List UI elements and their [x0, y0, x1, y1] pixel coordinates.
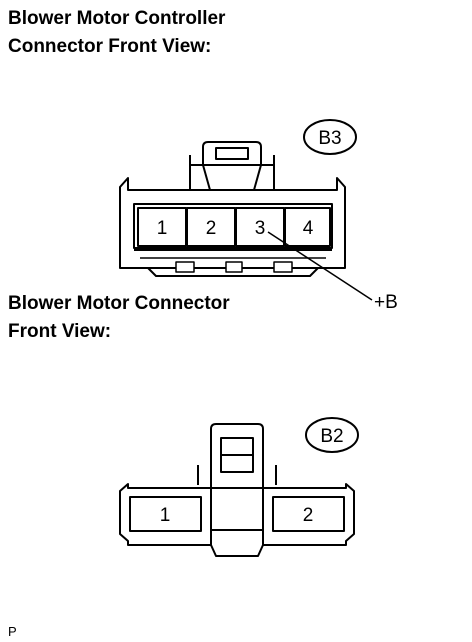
pin-slot-b2-2	[272, 496, 345, 532]
pin-number-1: 1	[157, 218, 168, 239]
motor-connector: B2 1 2	[119, 417, 359, 557]
pin-number-2: 2	[206, 218, 217, 239]
controller-connector: B3 1 2 3 4	[119, 119, 398, 313]
pin-number-b2-1: 1	[160, 505, 171, 526]
connector-id-bubble-b3	[303, 119, 357, 155]
housing-b3	[119, 177, 346, 277]
pin-slot-b2-1	[129, 496, 202, 532]
locking-tab-b3	[189, 141, 275, 191]
pin-number-b2-2: 2	[303, 505, 314, 526]
pin-slots-b3	[137, 207, 331, 247]
terminal-label-plus-b: +B	[374, 292, 398, 313]
motor-title-line1: Blower Motor Connector	[8, 293, 230, 314]
motor-title: Blower Motor Connector Front View:	[8, 290, 230, 346]
connector-id-b3: B3	[318, 128, 341, 149]
connector-id-bubble-b2	[305, 417, 359, 453]
housing-b2	[119, 483, 355, 557]
controller-title: Blower Motor Controller Connector Front …	[8, 5, 225, 61]
locking-tab-b2	[197, 423, 277, 530]
controller-title-line1: Blower Motor Controller	[8, 8, 226, 29]
motor-title-line2: Front View:	[8, 321, 112, 342]
pin-slot-4	[284, 207, 331, 247]
leader-line-plus-b	[267, 231, 373, 301]
pin-number-4: 4	[303, 218, 314, 239]
pin-number-3: 3	[255, 218, 266, 239]
figure-code: P	[8, 624, 17, 639]
controller-title-line2: Connector Front View:	[8, 36, 212, 57]
connector-id-b2: B2	[320, 426, 343, 447]
